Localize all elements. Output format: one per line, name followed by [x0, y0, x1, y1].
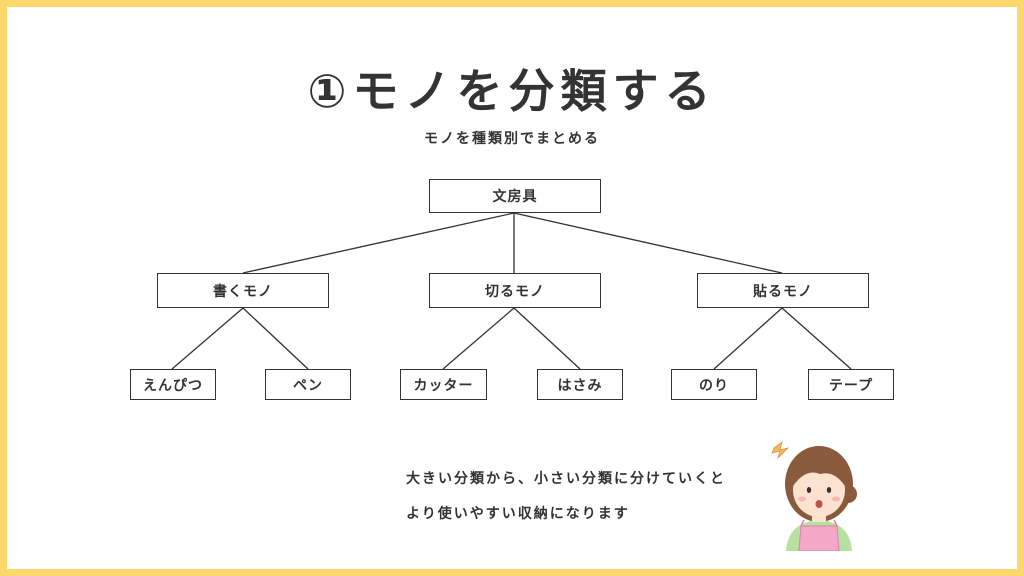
page-title: ①モノを分類する — [307, 64, 717, 118]
surprise-mark-icon — [771, 441, 790, 460]
caption-line-2: より使いやすい収納になります — [406, 506, 630, 522]
tree-leaf-scissors: はさみ — [537, 369, 623, 400]
surprised-woman-icon — [771, 441, 857, 551]
tree-node-writing: 書くモノ — [157, 273, 329, 308]
tree-node-sticking: 貼るモノ — [697, 273, 869, 308]
connector-cutting-cutter — [442, 307, 515, 370]
tree-leaf-glue: のり — [671, 369, 757, 400]
connector-root-writing — [242, 212, 515, 274]
tree-leaf-pencil: えんぴつ — [130, 369, 216, 400]
connector-root-sticking — [513, 212, 783, 274]
tree-leaf-pen: ペン — [265, 369, 351, 400]
connector-sticking-tape — [781, 307, 852, 370]
connector-cutting-scissors — [513, 307, 581, 370]
tree-leaf-tape: テープ — [808, 369, 894, 400]
connector-writing-pencil — [171, 307, 244, 370]
tree-leaf-cutter: カッター — [400, 369, 487, 400]
connector-sticking-glue — [713, 307, 783, 370]
connector-writing-pen — [242, 307, 309, 370]
page-subtitle: モノを種類別でまとめる — [424, 131, 600, 147]
caption-line-1: 大きい分類から、小さい分類に分けていくと — [406, 471, 726, 487]
tree-node-root: 文房具 — [429, 179, 601, 213]
tree-node-cutting: 切るモノ — [429, 273, 601, 308]
